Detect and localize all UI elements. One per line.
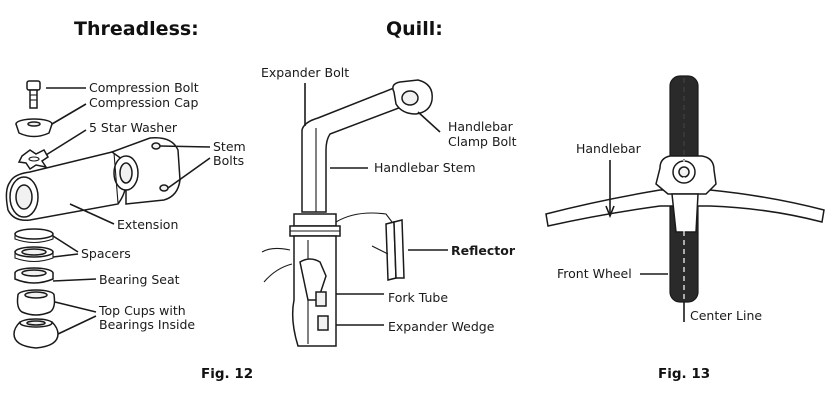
label-stem-bolts-line1: Stem — [213, 139, 246, 154]
reflector-part — [371, 219, 405, 281]
leader-bearing-cup — [57, 315, 97, 335]
label-compression-cap: Compression Cap — [89, 95, 198, 110]
alignment-diagram: Handlebar Front Wheel Center Line — [545, 75, 825, 323]
label-handlebar-stem: Handlebar Stem — [374, 160, 476, 175]
top-cup-part — [16, 289, 56, 316]
spacers-part — [14, 228, 54, 263]
compression-bolt-part — [26, 80, 41, 109]
label-star-washer: 5 Star Washer — [89, 120, 178, 135]
label-expander-bolt: Expander Bolt — [261, 65, 349, 80]
label-handlebar: Handlebar — [576, 141, 642, 156]
threadless-heading: Threadless: — [74, 18, 199, 40]
leader-compression-cap — [51, 103, 87, 125]
label-extension: Extension — [117, 217, 178, 232]
label-stem-bolts-line2: Bolts — [213, 153, 244, 168]
label-clamp-bolt-line1: Handlebar — [448, 119, 514, 134]
bearing-seat-part — [14, 267, 54, 284]
leader-extension — [69, 203, 115, 225]
leader-bearing-seat — [52, 278, 97, 282]
label-top-cups-line2: Bearings Inside — [99, 317, 195, 332]
leader-clamp-bolt — [417, 111, 441, 133]
label-center-line: Center Line — [690, 308, 762, 323]
label-expander-wedge: Expander Wedge — [388, 319, 495, 334]
label-compression-bolt: Compression Bolt — [89, 80, 199, 95]
headset-part — [289, 213, 341, 237]
label-reflector: Reflector — [451, 243, 516, 258]
quill-stem-part — [301, 79, 433, 213]
label-spacers: Spacers — [81, 246, 131, 261]
handlebar-shape — [545, 189, 825, 227]
label-top-cups-line1: Top Cups with — [98, 303, 186, 318]
caption-fig-13: Fig. 13 — [658, 366, 710, 382]
quill-heading: Quill: — [386, 18, 443, 40]
arrow-handlebar — [605, 205, 615, 219]
extension-part — [5, 137, 181, 222]
leader-top-cup — [54, 301, 97, 313]
label-bearing-seat: Bearing Seat — [99, 272, 180, 287]
bearing-cup-part — [13, 318, 59, 349]
caption-fig-12: Fig. 12 — [201, 366, 253, 382]
label-clamp-bolt-line2: Clamp Bolt — [448, 134, 517, 149]
threadless-diagram: Compression Bolt Compression Cap 5 Star … — [5, 80, 246, 349]
label-front-wheel: Front Wheel — [557, 266, 632, 281]
leader-stem-bolt-bottom — [167, 157, 211, 189]
compression-cap-part — [15, 118, 53, 138]
stem-column-shape — [671, 193, 699, 233]
leader-spacer-bottom — [52, 253, 79, 258]
leader-spacer-top — [52, 235, 79, 253]
star-washer-part — [17, 149, 49, 171]
fork-part — [261, 212, 393, 347]
label-fork-tube: Fork Tube — [388, 290, 448, 305]
leader-star-washer — [45, 129, 87, 156]
quill-diagram: Expander Bolt Handlebar Clamp Bolt Handl… — [261, 65, 517, 347]
leader-stem-bolt-top — [159, 145, 211, 148]
